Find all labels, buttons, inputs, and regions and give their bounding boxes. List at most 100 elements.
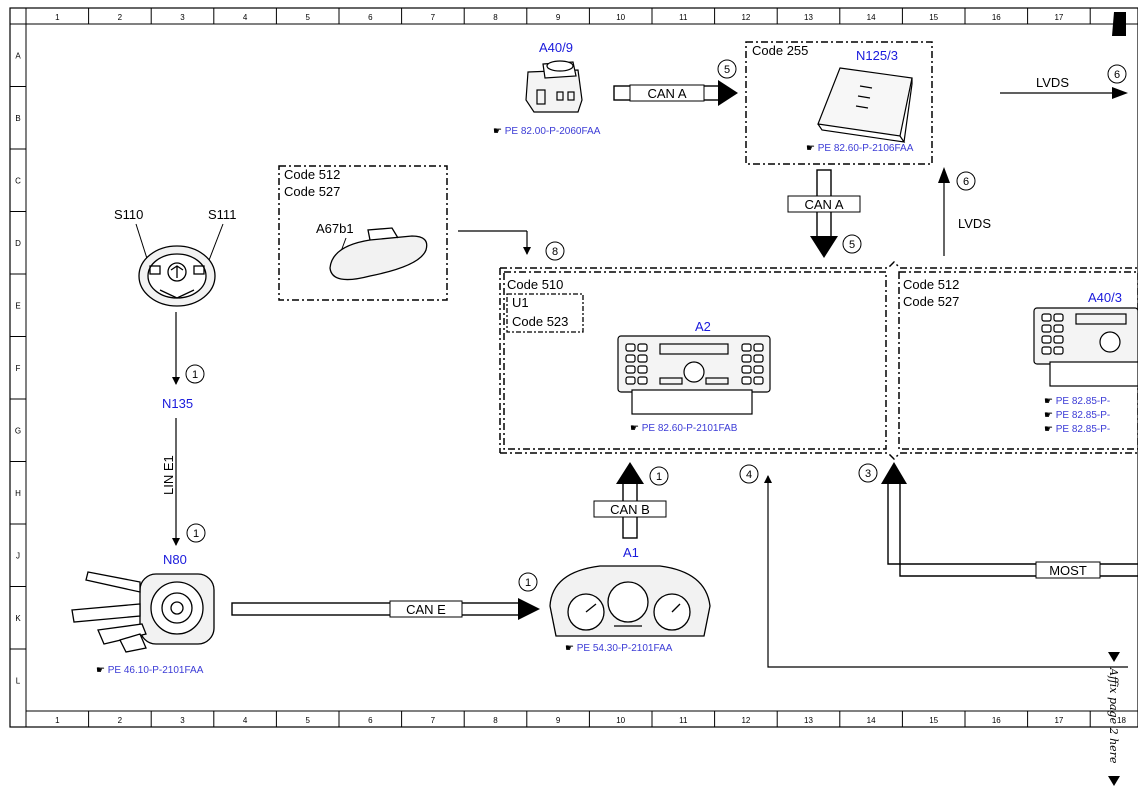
code-527b: Code 527 <box>903 294 959 309</box>
a67b1-mirror-icon <box>329 227 428 281</box>
grid-row-D: D <box>15 239 21 248</box>
grid-row-A: A <box>15 51 21 60</box>
a40-9-controller-icon <box>525 60 583 113</box>
drawing-frame <box>9 7 1138 728</box>
grid-column-10: 10 <box>616 13 625 22</box>
code-u1: U1 <box>512 295 529 310</box>
code-255: Code 255 <box>752 43 808 58</box>
ref-a40-9[interactable]: ☛ PE 82.00-P-2060FAA <box>493 126 601 137</box>
component-a40-9-label: A40/9 <box>539 40 573 55</box>
grid-column-11: 11 <box>679 13 688 22</box>
grid-row-E: E <box>15 301 20 310</box>
grid-column-6: 6 <box>368 716 373 725</box>
a1-instrument-cluster-icon <box>549 565 711 637</box>
marker-6a <box>1107 64 1127 84</box>
component-s111-label: S111 <box>208 207 236 222</box>
steering-wheel-icon <box>138 245 216 307</box>
ref-n125-3[interactable]: ☛ PE 82.60-P-2106FAA <box>806 143 914 154</box>
grid-column-8: 8 <box>493 13 498 22</box>
ref-n80[interactable]: ☛ PE 46.10-P-2101FAA <box>96 665 204 676</box>
marker-5a-text: 5 <box>724 64 730 76</box>
marker-3-text: 3 <box>865 468 871 480</box>
ref-a2[interactable]: ☛ PE 82.60-P-2101FAB <box>630 423 738 434</box>
marker-5a <box>717 59 737 79</box>
grid-row-G: G <box>15 426 21 435</box>
marker-8 <box>545 241 565 261</box>
component-a40-3-label: A40/3 <box>1088 290 1122 305</box>
grid-column-13: 13 <box>804 13 813 22</box>
grid-column-15: 15 <box>929 13 938 22</box>
can-a-top-arrow <box>613 80 738 106</box>
bus-lin-e1: LIN E1 <box>161 455 176 495</box>
lvds-top-arrowhead <box>1112 87 1128 99</box>
component-a1-label: A1 <box>623 545 639 560</box>
marker-1a <box>185 364 205 384</box>
n80-steering-column-module-icon <box>71 571 215 653</box>
grid-column-14: 14 <box>867 716 876 725</box>
grid-column-17: 17 <box>1054 13 1063 22</box>
code-512b: Code 512 <box>903 277 959 292</box>
grid-column-2: 2 <box>118 13 123 22</box>
can-b-arrow <box>593 462 667 539</box>
grid-column-12: 12 <box>741 13 750 22</box>
page-tab-icon <box>1112 12 1126 36</box>
affix-arrow-top-icon <box>1108 652 1120 662</box>
grid-column-4: 4 <box>243 13 248 22</box>
marker-8-text: 8 <box>552 246 558 258</box>
marker-5b-text: 5 <box>849 239 855 251</box>
marker-1a-text: 1 <box>192 369 198 381</box>
marker-4 <box>739 464 759 484</box>
bus-lvds-mid: LVDS <box>958 216 991 231</box>
grid-row-C: C <box>15 176 21 185</box>
a2-head-unit-icon <box>617 335 771 415</box>
component-a2-label: A2 <box>695 319 711 334</box>
grid-column-18: 18 <box>1117 716 1126 725</box>
a40-3-unit-icon <box>1033 307 1138 387</box>
grid-column-9: 9 <box>556 13 561 22</box>
grid-column-13: 13 <box>804 716 813 725</box>
affix-note: Affix page 2 here <box>1107 667 1120 764</box>
grid-row-B: B <box>15 114 20 123</box>
n125-3-module-icon <box>817 67 913 143</box>
marker-6a-text: 6 <box>1114 69 1120 81</box>
grid-column-6: 6 <box>368 13 373 22</box>
code-512a: Code 512 <box>284 167 340 182</box>
component-a67b1-label: A67b1 <box>316 221 354 236</box>
marker-5b <box>842 234 862 254</box>
box-code-512-527-mirror <box>278 165 448 301</box>
grid-column-7: 7 <box>431 13 436 22</box>
component-s110-label: S110 <box>114 207 143 222</box>
component-n125-3-label: N125/3 <box>856 48 898 63</box>
ref-a40-3-2[interactable]: ☛ PE 82.85-P- <box>1044 410 1110 421</box>
grid-row-J: J <box>16 551 20 560</box>
code-527a: Code 527 <box>284 184 340 199</box>
ref-a40-3-3[interactable]: ☛ PE 82.85-P- <box>1044 424 1110 435</box>
grid-column-17: 17 <box>1054 716 1063 725</box>
ref-a1[interactable]: ☛ PE 54.30-P-2101FAA <box>565 643 673 654</box>
grid-row-K: K <box>15 614 21 623</box>
marker-1b-text: 1 <box>193 528 199 540</box>
grid-column-14: 14 <box>867 13 876 22</box>
ref-a40-3-1[interactable]: ☛ PE 82.85-P- <box>1044 396 1110 407</box>
grid-column-1: 1 <box>55 13 60 22</box>
grid-column-11: 11 <box>679 716 688 725</box>
grid-column-2: 2 <box>118 716 123 725</box>
grid-column-9: 9 <box>556 716 561 725</box>
marker-1d-text: 1 <box>656 471 662 483</box>
grid-column-4: 4 <box>243 716 248 725</box>
can-a-mid-arrow <box>787 169 861 258</box>
grid-column-8: 8 <box>493 716 498 725</box>
grid-column-1: 1 <box>55 716 60 725</box>
bus-can-e: CAN E <box>406 602 446 617</box>
bus-most: MOST <box>1049 563 1087 578</box>
component-n80-label: N80 <box>163 552 187 567</box>
marker-3 <box>858 463 878 483</box>
box-code-255 <box>745 41 933 165</box>
grid-column-16: 16 <box>992 13 1001 22</box>
lvds-mid-arrowhead <box>938 167 950 183</box>
grid-column-10: 10 <box>616 716 625 725</box>
